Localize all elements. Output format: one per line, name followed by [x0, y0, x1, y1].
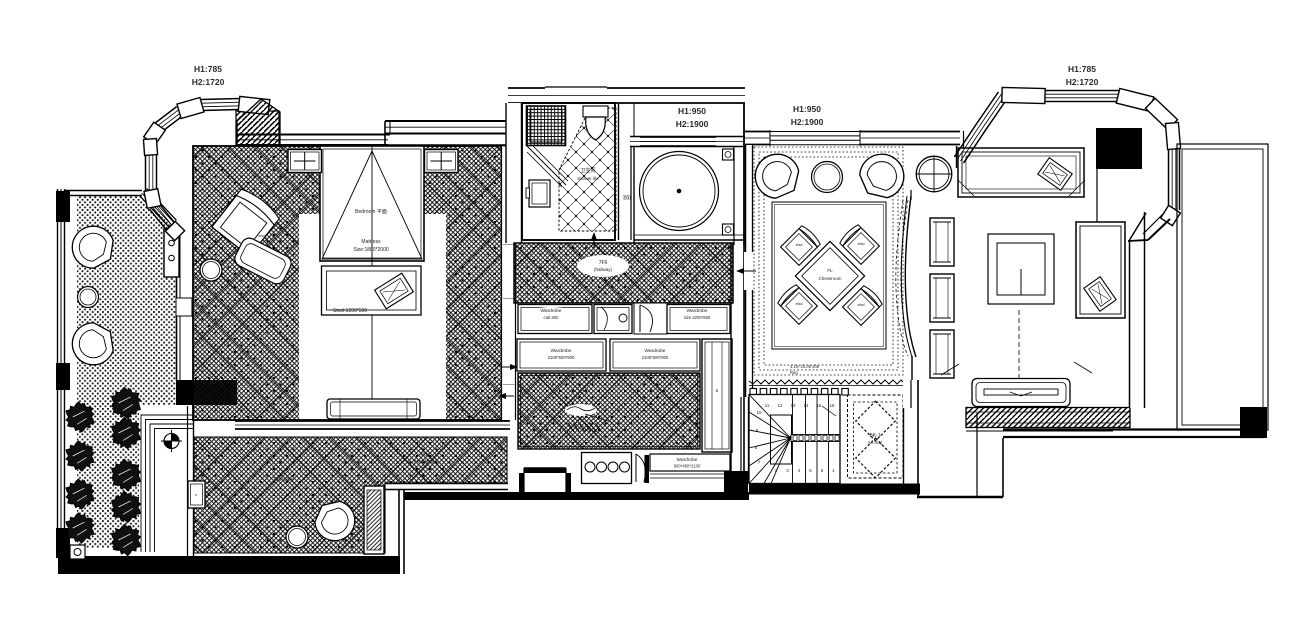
svg-text:H1:785: H1:785: [194, 64, 222, 74]
svg-text:B: B: [716, 388, 719, 393]
svg-text:Bedroom 平面: Bedroom 平面: [355, 209, 387, 215]
svg-text:16: 16: [830, 403, 835, 408]
svg-text:x: x: [195, 492, 197, 497]
svg-text:7F6: 7F6: [599, 260, 608, 266]
svg-text:H1:950: H1:950: [793, 104, 821, 114]
svg-text:Chessroom: Chessroom: [818, 276, 841, 281]
svg-text:7: 7: [758, 460, 761, 465]
svg-text:6: 6: [821, 468, 824, 473]
svg-text:3: 3: [786, 468, 789, 473]
svg-text:Wardrobe: Wardrobe: [677, 457, 698, 463]
svg-text:1: 1: [832, 468, 835, 473]
svg-text:H1:785: H1:785: [1068, 64, 1096, 74]
svg-text:H2:1720: H2:1720: [1066, 77, 1099, 87]
svg-text:Wardrobe: Wardrobe: [551, 348, 572, 354]
svg-text:2100*600*900: 2100*600*900: [642, 355, 669, 360]
svg-text:卫生间: 卫生间: [580, 167, 595, 174]
svg-text:shower tile: shower tile: [577, 176, 599, 181]
svg-text:(wool rug): (wool rug): [414, 459, 437, 465]
svg-text:xfsd: xfsd: [858, 242, 865, 246]
svg-text:15: 15: [817, 403, 822, 408]
svg-text:BK-1: BK-1: [869, 433, 880, 439]
svg-text:FL: FL: [827, 268, 833, 273]
svg-text:H2:1720: H2:1720: [192, 77, 225, 87]
svg-text:H2:1900: H2:1900: [676, 119, 709, 129]
svg-text:600*450*2100: 600*450*2100: [674, 464, 701, 469]
svg-text:9: 9: [756, 428, 759, 433]
svg-text:Size:1800*2000: Size:1800*2000: [353, 247, 389, 253]
svg-text:4: 4: [798, 468, 801, 473]
svg-text:4.1m 24.05 205: 4.1m 24.05 205: [790, 364, 820, 369]
svg-text:5: 5: [809, 468, 812, 473]
svg-text:2: 2: [775, 468, 778, 473]
svg-text:xfsd: xfsd: [796, 302, 803, 306]
svg-text:size 2200*600: size 2200*600: [684, 315, 711, 320]
svg-text:xfsd: xfsd: [796, 243, 803, 247]
svg-text:浴缸: 浴缸: [623, 194, 632, 201]
svg-text:2100*600*900: 2100*600*900: [548, 355, 575, 360]
svg-text:xfsd: xfsd: [858, 303, 865, 307]
svg-text:11: 11: [765, 403, 770, 408]
svg-text:10: 10: [757, 410, 762, 415]
svg-text:Tea table: Tea table: [273, 477, 294, 483]
svg-text:Mattress: Mattress: [361, 239, 381, 245]
svg-text:Rug: Rug: [420, 452, 429, 458]
svg-text:(hallway): (hallway): [594, 267, 613, 272]
svg-text:Wardrobe: Wardrobe: [687, 308, 708, 314]
svg-text:cab 600: cab 600: [544, 315, 560, 320]
svg-text:H2:1900: H2:1900: [791, 117, 824, 127]
svg-text:H1:950: H1:950: [678, 106, 706, 116]
svg-text:13: 13: [791, 403, 796, 408]
svg-text:12: 12: [778, 403, 783, 408]
svg-text:Stool:1200*500: Stool:1200*500: [333, 308, 367, 314]
svg-text:xfsd: xfsd: [258, 233, 265, 238]
svg-text:Wardrobe: Wardrobe: [541, 308, 562, 314]
svg-text:Wardrobe: Wardrobe: [645, 348, 666, 354]
svg-text:Rug: Rug: [790, 370, 798, 375]
svg-text:8: 8: [755, 445, 758, 450]
svg-text:Art Rug: Art Rug: [868, 440, 883, 445]
svg-text:14: 14: [804, 403, 809, 408]
